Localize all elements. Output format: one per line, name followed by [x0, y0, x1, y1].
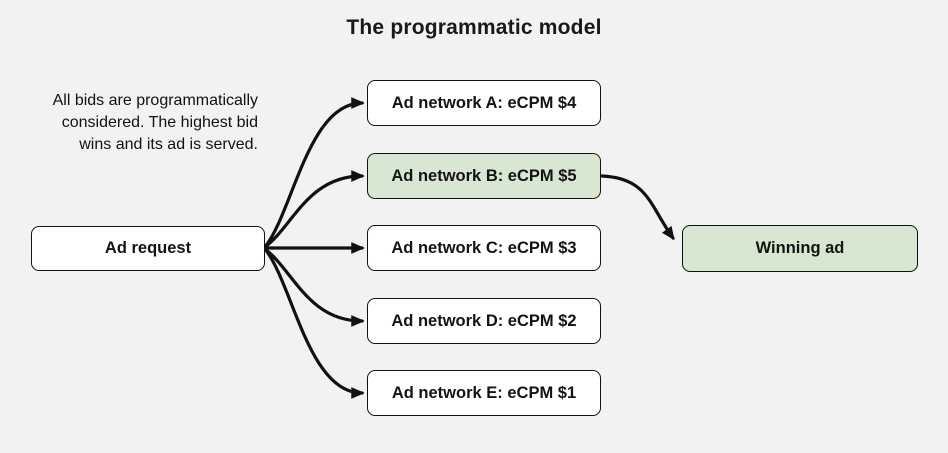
- node-label: Ad network D: eCPM $2: [391, 311, 577, 330]
- diagram-title: The programmatic model: [346, 16, 602, 39]
- caption-line: All bids are programmatically: [52, 92, 258, 109]
- node-network-a: Ad network A: eCPM $4: [367, 80, 601, 126]
- edge-request-to-network-e: [263, 247, 365, 399]
- node-label: Ad request: [104, 239, 192, 257]
- caption-line: wins and its ad is served.: [79, 136, 258, 153]
- node-label: Ad network E: eCPM $1: [391, 383, 577, 402]
- node-network-b: Ad network B: eCPM $5: [367, 153, 601, 199]
- caption-line: considered. The highest bid: [61, 114, 258, 131]
- node-ad-request: Ad request: [31, 226, 265, 271]
- node-winning-ad: Winning ad: [682, 225, 918, 272]
- node-label: Ad network A: eCPM $4: [391, 93, 577, 112]
- edge-network-b-to-winning-ad: [600, 174, 675, 241]
- node-network-c: Ad network C: eCPM $3: [367, 225, 601, 271]
- node-network-d: Ad network D: eCPM $2: [367, 298, 601, 344]
- edge-request-to-network-b: [263, 170, 365, 249]
- node-network-e: Ad network E: eCPM $1: [367, 370, 601, 416]
- node-label: Ad network C: eCPM $3: [391, 238, 577, 257]
- node-label: Winning ad: [755, 239, 845, 257]
- edge-request-to-network-a: [263, 97, 365, 249]
- node-label: Ad network B: eCPM $5: [391, 166, 577, 185]
- diagram-caption: All bids are programmatically considered…: [10, 90, 258, 156]
- edge-request-to-network-d: [263, 247, 365, 327]
